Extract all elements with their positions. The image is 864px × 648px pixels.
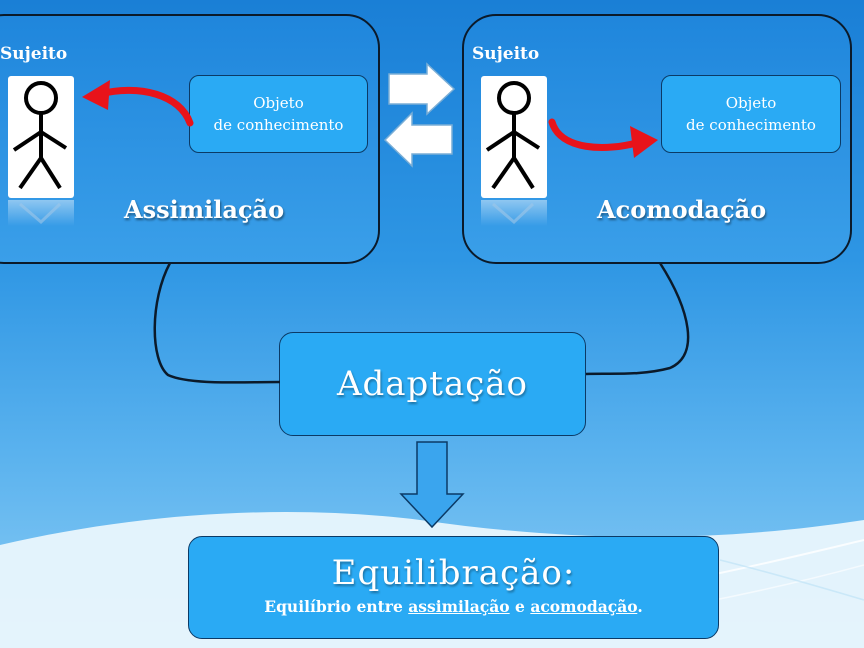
accommodation-title: Acomodação (597, 195, 767, 224)
subtitle-mid: e (509, 597, 531, 616)
subtitle-suffix: . (637, 597, 643, 616)
right-subject-label: Sujeito (472, 44, 540, 64)
subtitle-term-accommodation: acomodação (530, 597, 638, 616)
left-stick-figure-icon (8, 76, 74, 226)
subtitle-term-assimilation: assimilação (408, 597, 510, 616)
right-object-line2: de conhecimento (686, 116, 816, 134)
left-object-line1: Objeto (253, 94, 304, 112)
left-object-line2: de conhecimento (213, 116, 344, 134)
right-object-box: Objeto de conhecimento (661, 75, 841, 153)
left-object-box: Objeto de conhecimento (189, 75, 368, 153)
assimilation-title: Assimilação (124, 195, 285, 224)
equilibration-subtitle: Equilíbrio entre assimilação e acomodaçã… (189, 597, 718, 616)
adaptation-box: Adaptação (279, 332, 586, 436)
subtitle-prefix: Equilíbrio entre (264, 597, 409, 616)
adaptation-label: Adaptação (336, 364, 529, 404)
equilibration-title: Equilibração: (331, 553, 576, 593)
right-stick-figure-icon (481, 76, 547, 226)
equilibration-box: Equilibração: Equilíbrio entre assimilaç… (188, 536, 719, 639)
right-object-line1: Objeto (725, 94, 777, 112)
left-subject-label: Sujeito (0, 44, 68, 64)
